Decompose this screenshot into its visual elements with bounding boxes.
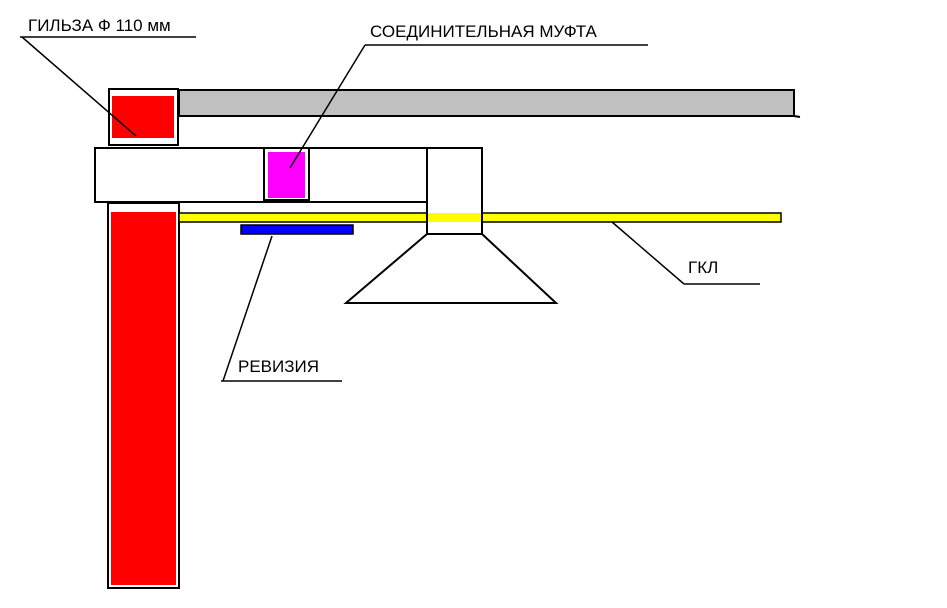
coupling-leader-line bbox=[289, 44, 366, 169]
revision-panel bbox=[240, 224, 354, 235]
sleeve-label: ГИЛЬЗА Ф 110 мм bbox=[28, 16, 171, 35]
ceiling-slab bbox=[178, 89, 795, 117]
revision-label: РЕВИЗИЯ bbox=[238, 357, 319, 376]
drop-pipe-gkl-section bbox=[428, 213, 481, 222]
coupling-fill bbox=[268, 152, 305, 198]
gkl-label: ГКЛ bbox=[688, 258, 718, 277]
fixture-cone bbox=[343, 233, 559, 304]
ceiling-slab-edge bbox=[793, 115, 801, 118]
sleeve-fill bbox=[112, 96, 174, 138]
lower-pipe bbox=[178, 201, 428, 215]
gkl-leader-line bbox=[611, 221, 685, 285]
sleeve-leader-line bbox=[21, 36, 137, 137]
coupling-label: СОЕДИНИТЕЛЬНАЯ МУФТА bbox=[370, 22, 598, 41]
revision-leader-line bbox=[222, 235, 273, 382]
vertical-riser-fill bbox=[111, 212, 176, 585]
